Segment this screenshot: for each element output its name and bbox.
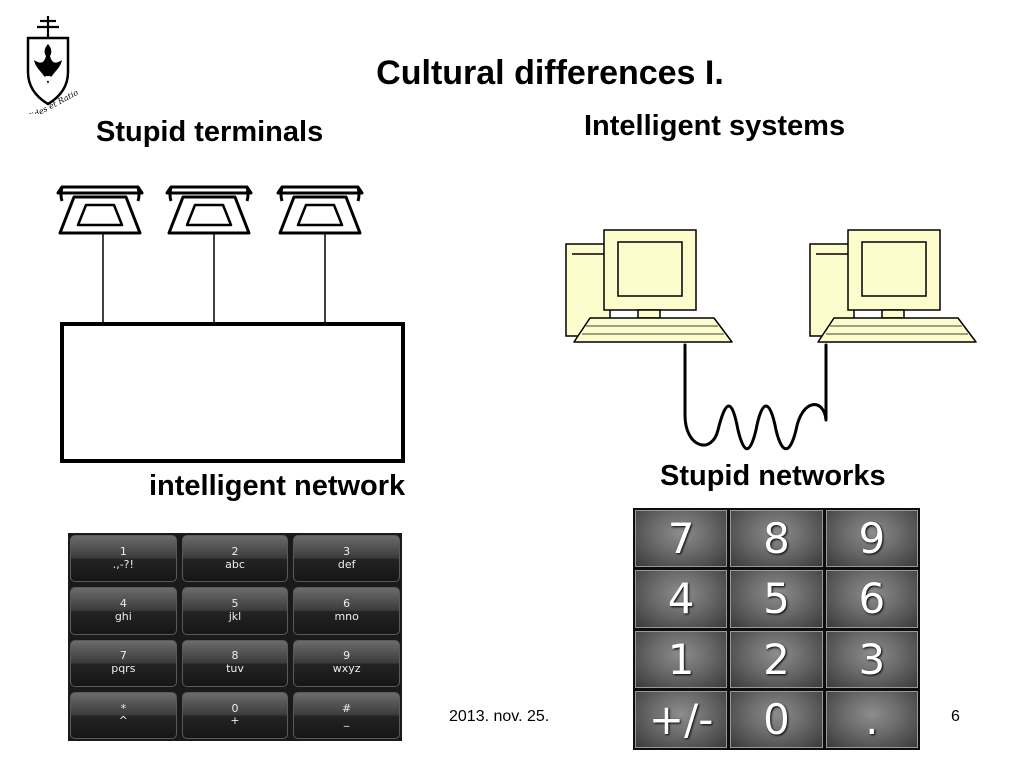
- calc-key-9: 9: [825, 510, 918, 568]
- slide-title: Cultural differences I.: [376, 54, 724, 92]
- calc-key-7: 7: [635, 510, 728, 568]
- computer-icon: [809, 229, 977, 343]
- calc-key-dot: .: [825, 690, 918, 748]
- heading-stupid-networks: Stupid networks: [660, 460, 886, 492]
- heading-intelligent-systems: Intelligent systems: [584, 110, 846, 142]
- telephone-icon: [276, 185, 364, 235]
- calc-key-1: 1: [635, 630, 728, 688]
- calc-key-plus-minus: +/-: [635, 690, 728, 748]
- telephone-icon: [56, 185, 144, 235]
- calculator-keypad-image: 7 8 9 4 5 6 1 2 3 +/- 0 .: [633, 508, 920, 750]
- phone-key-hash: #_: [293, 691, 400, 739]
- phone-key-1: 1.,-?!: [70, 535, 177, 583]
- heading-intelligent-network: intelligent network: [149, 470, 406, 502]
- calc-key-3: 3: [825, 630, 918, 688]
- phone-key-star: *^: [70, 691, 177, 739]
- calc-key-6: 6: [825, 570, 918, 628]
- telephone-icon: [165, 185, 253, 235]
- computer-icon: [565, 229, 733, 343]
- calc-key-8: 8: [730, 510, 823, 568]
- calc-key-0: 0: [730, 690, 823, 748]
- calc-key-2: 2: [730, 630, 823, 688]
- network-cable-coil: [683, 343, 828, 451]
- phone-key-0: 0+: [181, 691, 289, 739]
- terminal-connection-lines: [102, 234, 326, 324]
- calc-key-5: 5: [730, 570, 823, 628]
- intelligent-network-box: [60, 322, 405, 463]
- footer-date: 2013. nov. 25.: [449, 708, 550, 725]
- calc-key-4: 4: [635, 570, 728, 628]
- heading-stupid-terminals: Stupid terminals: [96, 116, 324, 148]
- page-number: 6: [951, 708, 960, 725]
